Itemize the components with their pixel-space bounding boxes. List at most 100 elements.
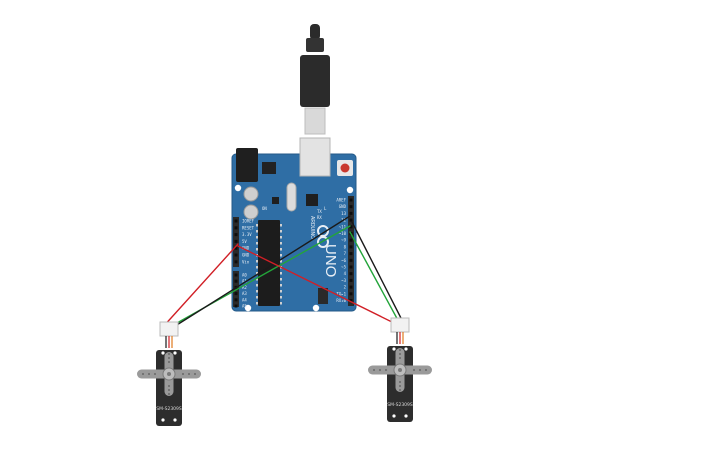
header-pin[interactable] — [349, 252, 353, 256]
usb-cable-strain-relief — [310, 24, 320, 40]
pin-label: 8 — [344, 244, 347, 249]
servo-horn-hole — [168, 389, 170, 391]
mcu-pin — [256, 302, 258, 305]
header-pin[interactable] — [234, 226, 238, 230]
pin-label: GND — [339, 204, 347, 209]
header-pin[interactable] — [234, 253, 238, 257]
pin-label: ~9 — [341, 238, 346, 243]
wire-left-ground[interactable] — [171, 215, 351, 329]
l-led-label: L — [324, 206, 327, 211]
servo-horn-screw — [398, 368, 402, 372]
mounting-hole — [234, 184, 242, 192]
header-pin[interactable] — [234, 260, 238, 264]
on-led-label: ON — [262, 206, 267, 211]
wire-left-power[interactable] — [161, 243, 239, 329]
mcu-pin — [256, 284, 258, 287]
servo-horn-hole — [168, 361, 170, 363]
mcu-pin — [256, 242, 258, 245]
pin-label: IOREF — [242, 219, 255, 224]
wires — [161, 215, 405, 329]
header-pin[interactable] — [349, 292, 353, 296]
header-pin[interactable] — [349, 265, 353, 269]
wire-right-power[interactable] — [237, 245, 397, 325]
arduino-infinity-logo — [317, 225, 329, 248]
header-pin[interactable] — [349, 225, 353, 229]
mcu-pins — [256, 224, 282, 305]
usb-interface-chip — [306, 194, 318, 206]
header-pin[interactable] — [349, 211, 353, 215]
servo-mount-hole — [173, 418, 177, 422]
usb-cable-collar — [306, 38, 324, 52]
header-pin[interactable] — [234, 233, 238, 237]
pin-label: RESET — [242, 225, 255, 230]
header-pin[interactable] — [234, 298, 238, 302]
header-pin[interactable] — [349, 272, 353, 276]
icsp-header — [318, 288, 328, 304]
servo-mount-hole — [404, 414, 408, 418]
header-pin[interactable] — [349, 205, 353, 209]
usb-cable[interactable] — [300, 24, 330, 135]
header-pin[interactable] — [234, 219, 238, 223]
servo-horn-hole — [413, 369, 415, 371]
servo-horn-hole — [194, 373, 196, 375]
wire-right-ground[interactable] — [351, 221, 405, 325]
header-pin[interactable] — [349, 218, 353, 222]
pin-label: ~10 — [339, 231, 347, 236]
board-branding: UNO — [322, 244, 339, 277]
header-pin[interactable] — [234, 246, 238, 250]
mounting-hole — [312, 304, 320, 312]
servo-horn-hole — [168, 357, 170, 359]
wire-right-signal[interactable] — [349, 231, 401, 325]
header-pin[interactable] — [349, 245, 353, 249]
header-pin[interactable] — [234, 292, 238, 296]
servo-motor[interactable]: SM-S2309S — [137, 321, 201, 426]
mcu-pin — [280, 236, 282, 239]
analog-header[interactable] — [233, 271, 239, 307]
mounting-hole — [244, 304, 252, 312]
arduino-uno-board[interactable]: UNO ARDUINO TX RX L ON IOREFRESET3.3V5VG… — [231, 137, 357, 312]
servo-motor[interactable]: SM-S2309S — [368, 317, 432, 422]
mcu-pin — [280, 278, 282, 281]
header-pin[interactable] — [234, 239, 238, 243]
pin-label: 3.3V — [242, 232, 252, 237]
pin-label: TX▸1 — [336, 291, 346, 296]
usb-plug-metal — [304, 107, 326, 135]
pin-label: A0 — [242, 273, 247, 278]
servo-horn-hole — [399, 353, 401, 355]
header-pin[interactable] — [234, 304, 238, 308]
mcu-pin — [256, 248, 258, 251]
mcu-pin — [280, 302, 282, 305]
servo-connector[interactable] — [390, 317, 410, 333]
pin-label: 5V — [242, 239, 247, 244]
servo-horn-hole — [385, 369, 387, 371]
digital-header[interactable] — [348, 196, 354, 306]
servo-connector[interactable] — [159, 321, 179, 337]
mcu-pin — [280, 254, 282, 257]
pin-label: 13 — [341, 211, 346, 216]
header-pin[interactable] — [349, 258, 353, 262]
header-pin[interactable] — [349, 285, 353, 289]
dc-power-jack — [236, 148, 258, 182]
header-pin[interactable] — [349, 238, 353, 242]
pin-label: RX◂0 — [336, 298, 346, 303]
board-maker: ARDUINO — [309, 216, 315, 239]
tx-led-label: TX — [317, 209, 322, 214]
servo-horn-screw — [167, 372, 171, 376]
capacitor — [243, 204, 259, 220]
capacitor — [243, 186, 259, 202]
header-pin[interactable] — [234, 273, 238, 277]
pin-label: 2 — [344, 285, 347, 290]
servo-model-label: SM-S2309S — [156, 406, 182, 412]
mcu-pin — [256, 272, 258, 275]
header-pin[interactable] — [349, 299, 353, 302]
mcu-pin — [256, 296, 258, 299]
mounting-hole — [346, 186, 354, 194]
pin-label: 4 — [344, 271, 347, 276]
header-pin[interactable] — [349, 278, 353, 282]
usb-socket — [299, 137, 331, 177]
mcu-pin — [280, 284, 282, 287]
servo-mount-hole — [404, 347, 408, 351]
servo-horn-hole — [399, 357, 401, 359]
header-pin[interactable] — [349, 198, 353, 202]
header-pin[interactable] — [234, 279, 238, 283]
